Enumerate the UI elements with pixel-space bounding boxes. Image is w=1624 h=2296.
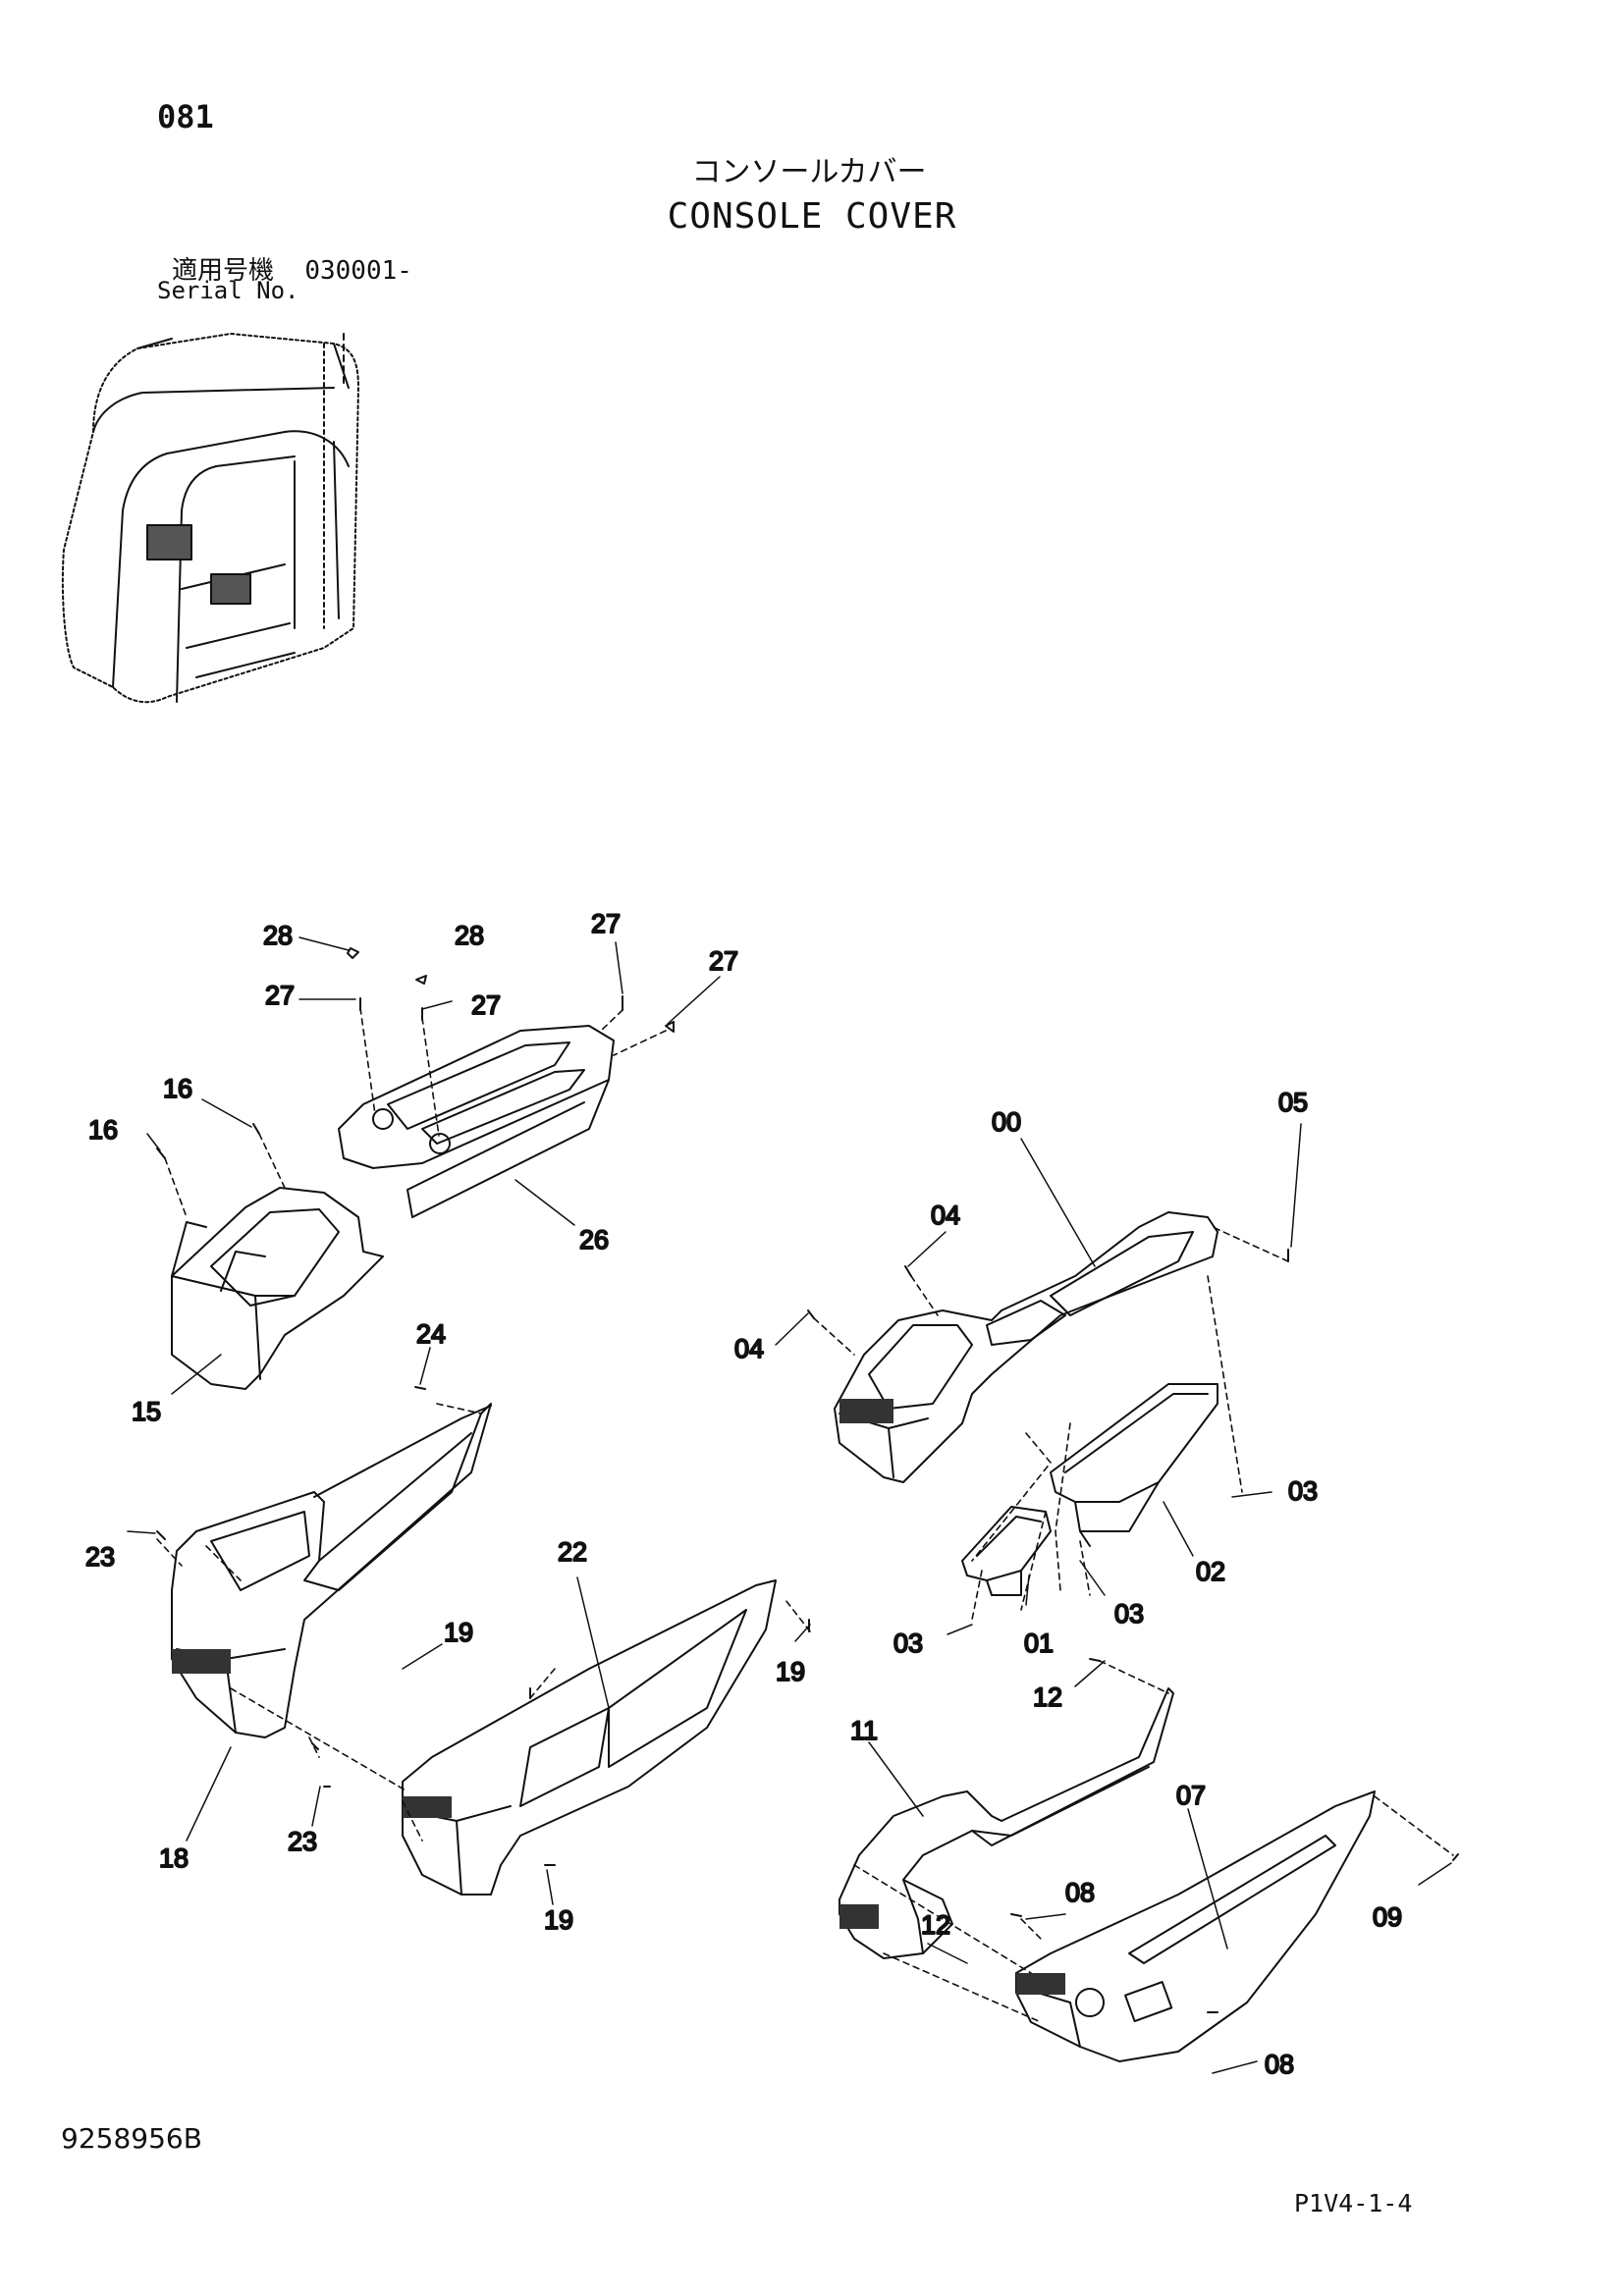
callout-04: 04 (734, 1334, 764, 1363)
callout-23: 23 (288, 1827, 317, 1856)
callout-08: 08 (1265, 2050, 1294, 2079)
serial-line-japanese: 適用号機 030001- (172, 250, 412, 287)
callout-19: 19 (444, 1618, 473, 1647)
callout-28: 28 (263, 921, 293, 950)
part-11-right-side-cover (839, 1687, 1174, 1959)
title-english: CONSOLE COVER (667, 196, 957, 237)
callout-05: 05 (1278, 1088, 1308, 1117)
callout-16: 16 (163, 1074, 192, 1103)
callout-11: 11 (850, 1716, 878, 1745)
title-japanese: コンソールカバー (0, 147, 1624, 190)
callout-19: 19 (544, 1905, 573, 1935)
callout-19: 19 (776, 1657, 805, 1686)
leader-lines (127, 936, 1452, 2074)
callout-03: 03 (1288, 1476, 1318, 1506)
callout-02: 02 (1196, 1557, 1225, 1586)
part-18-23-left-side-cover (171, 1403, 492, 1738)
part-22-middle-side-cover (402, 1579, 777, 1896)
callout-22: 22 (558, 1537, 587, 1567)
callout-07: 07 (1176, 1781, 1206, 1810)
callout-16: 16 (88, 1115, 118, 1145)
callout-12: 12 (921, 1910, 950, 1940)
callout-03: 03 (893, 1629, 923, 1658)
part-01-small-tray (961, 1506, 1052, 1596)
callout-00: 00 (992, 1107, 1021, 1137)
page-number: 081 (157, 98, 214, 135)
callout-27: 27 (709, 946, 738, 976)
callout-27: 27 (265, 981, 295, 1010)
callout-26: 26 (579, 1225, 609, 1255)
drawing-number: 9258956B (61, 2122, 202, 2155)
page-reference: P1V4-1-4 (1294, 2189, 1413, 2217)
cab-overview-illustration (61, 333, 359, 704)
part-00-main-console (834, 1211, 1218, 1483)
callout-03: 03 (1114, 1599, 1144, 1629)
callout-23: 23 (85, 1542, 115, 1572)
callout-28: 28 (455, 921, 484, 950)
callout-08: 08 (1065, 1878, 1095, 1907)
callout-12: 12 (1033, 1682, 1062, 1712)
callout-24: 24 (416, 1319, 446, 1349)
part-07-right-lower-cover (1015, 1790, 1376, 2062)
callout-27: 27 (471, 990, 501, 1020)
callout-labels: 28 28 27 27 27 27 16 16 26 15 24 23 22 1… (84, 908, 1403, 2080)
assembly-dash-lines (156, 1007, 1454, 2023)
callout-09: 09 (1373, 1902, 1402, 1932)
fasteners (156, 947, 1459, 2013)
serial-label-japanese: 適用号機 (172, 256, 275, 286)
title-japanese-text: コンソールカバー (691, 155, 927, 189)
part-02-storage-tray (1050, 1383, 1218, 1547)
serial-value: 030001- (304, 256, 412, 286)
serial-label-english: Serial No. (157, 277, 299, 304)
callout-18: 18 (159, 1843, 189, 1873)
callout-27: 27 (591, 909, 621, 938)
callout-04: 04 (931, 1201, 960, 1230)
part-26-upper-cover (338, 1025, 615, 1218)
callout-01: 01 (1024, 1629, 1054, 1658)
callout-15: 15 (132, 1397, 161, 1426)
part-15-front-pod (171, 1187, 384, 1390)
